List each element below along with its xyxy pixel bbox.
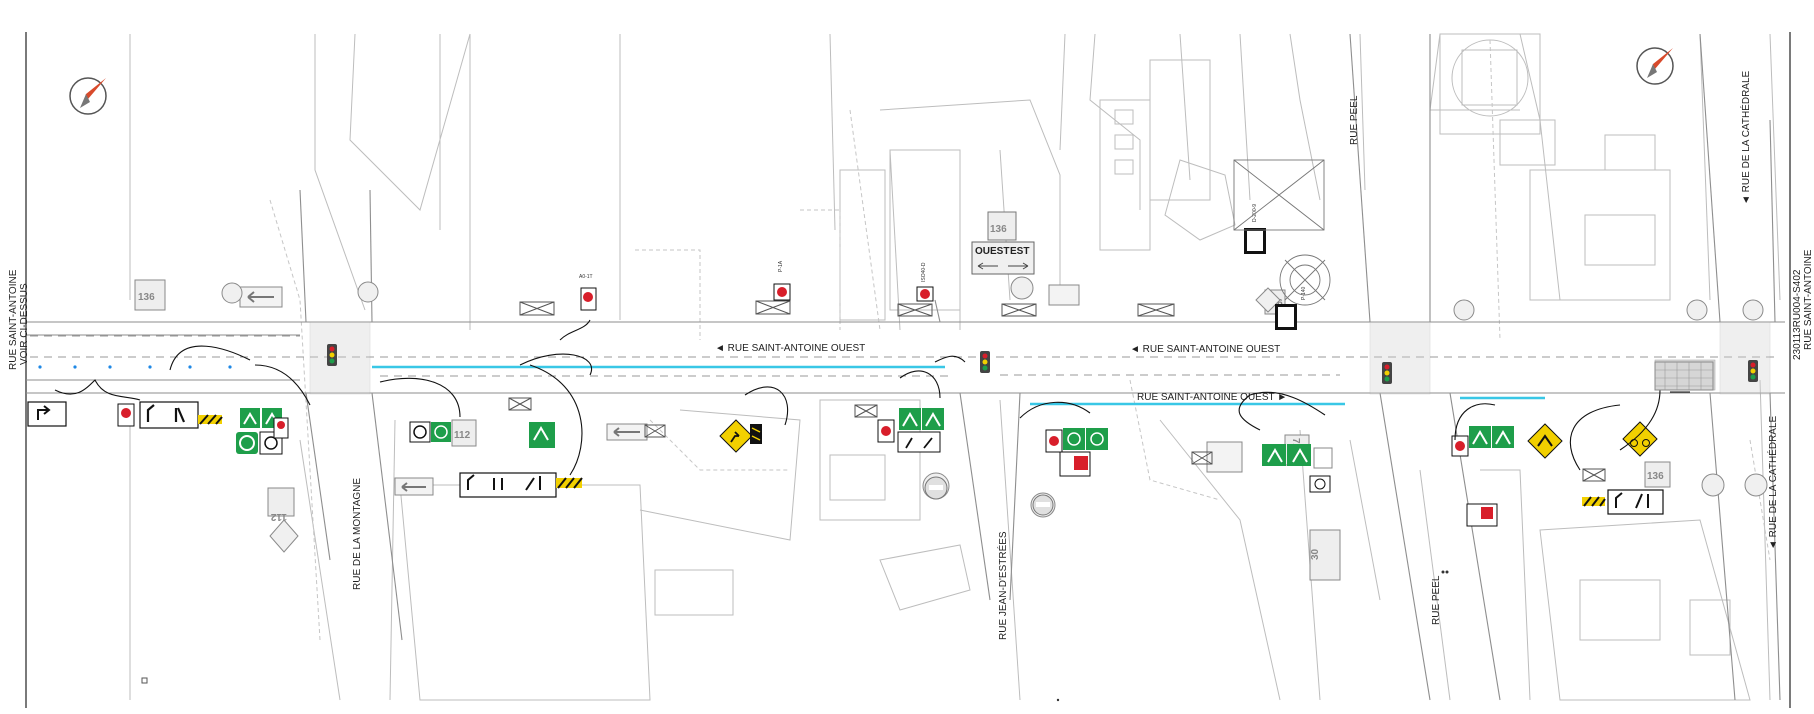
sign-cluster-jean xyxy=(1045,428,1108,477)
svg-text:136: 136 xyxy=(990,224,1007,235)
roads xyxy=(26,33,1785,701)
street-label-jean: RUE JEAN-D'ESTRÉES xyxy=(996,531,1009,640)
removed-sign-marker xyxy=(508,300,1606,482)
street-label-main-west: ◄ RUE SAINT-ANTOINE OUEST xyxy=(715,343,865,354)
svg-text:A0-1T: A0-1T xyxy=(579,274,593,280)
svg-text:30: 30 xyxy=(1310,548,1321,560)
hatched-zone xyxy=(1654,361,1714,391)
sign-cluster-center xyxy=(877,408,944,453)
street-label-peel-bottom: RUE PEEL xyxy=(1431,575,1442,625)
regulatory-sign-grey-icon xyxy=(221,276,1768,553)
svg-text:EST: EST xyxy=(1010,246,1029,257)
guide-sign-arrow-icon xyxy=(239,284,1243,496)
svg-text:D-200-9: D-200-9 xyxy=(1252,204,1258,222)
annotation-ticks xyxy=(141,570,1449,702)
street-label-peel-top: RUE PEEL xyxy=(1349,95,1360,145)
sign-a0-1t: A0-1T xyxy=(579,274,597,311)
traffic-signal-icon xyxy=(1382,362,1392,384)
edge-label-left-2: VOIR CI-DESSUS xyxy=(19,283,30,365)
sign-cluster-east-jean xyxy=(1262,444,1333,493)
staircase-structure xyxy=(1233,159,1331,306)
north-arrow-icon xyxy=(69,77,107,115)
svg-text:OUEST: OUEST xyxy=(975,246,1009,257)
guide-sign-route-136-east: 136 xyxy=(1644,461,1671,488)
sign-leader-lines xyxy=(54,319,1690,476)
edge-label-left-1: RUE SAINT-ANTOINE xyxy=(8,269,19,370)
guide-sign-route-112: 112 xyxy=(451,419,477,447)
traffic-signal-icon xyxy=(327,344,337,366)
svg-text:P-1A: P-1A xyxy=(778,260,784,272)
svg-text:112: 112 xyxy=(270,511,287,522)
svg-text:ISO40-D: ISO40-D xyxy=(921,262,927,282)
sign-cluster-montagne-east xyxy=(409,421,583,498)
traffic-signal-icon xyxy=(980,351,990,373)
street-label-main-mid: ◄ RUE SAINT-ANTOINE OUEST xyxy=(1130,344,1280,355)
sign-yellow-curve-icon xyxy=(719,419,762,453)
guide-sign-route-30: 30 xyxy=(1309,529,1341,581)
edge-label-right-1: 230113RU004-S402 xyxy=(1792,269,1803,360)
svg-text:136: 136 xyxy=(138,292,155,303)
svg-text:136: 136 xyxy=(1647,471,1664,482)
sign-cluster-peel xyxy=(1451,421,1658,527)
sign-p-1a: P-1A xyxy=(773,260,791,301)
edge-label-right-2: RUE SAINT-ANTOINE xyxy=(1803,249,1814,350)
crosswalks xyxy=(309,321,1771,395)
dashed-outlines xyxy=(269,39,1771,641)
cycle-lane-dots xyxy=(38,365,232,369)
sign-cluster-green-montagne xyxy=(236,408,289,455)
guide-sign-route-112-rotated: 112 xyxy=(267,487,295,522)
sign-cluster-west xyxy=(27,401,223,429)
lane-markings xyxy=(30,335,1780,377)
street-label-cathedrale-bottom: ◄ RUE DE LA CATHÉDRALE xyxy=(1766,415,1779,550)
street-label-cathedrale-top: ◄ RUE DE LA CATHÉDRALE xyxy=(1739,70,1752,205)
guide-sign-directions: OUEST EST xyxy=(971,241,1035,275)
guide-sign-route-136-mid: 136 xyxy=(987,211,1017,241)
svg-text:P-140: P-140 xyxy=(1301,286,1307,300)
svg-text:112: 112 xyxy=(454,430,471,441)
sign-cluster-cathedrale xyxy=(1582,489,1664,515)
street-label-main-east: RUE SAINT-ANTOINE OUEST ► xyxy=(1137,392,1287,403)
cycle-lane xyxy=(372,365,1545,406)
sign-p-140: P-140 xyxy=(1275,286,1307,330)
no-entry-sign-icon xyxy=(924,476,1054,516)
street-label-montagne: RUE DE LA MONTAGNE xyxy=(352,478,363,590)
traffic-signal-icon xyxy=(1748,360,1758,382)
guide-sign-route-136-west: 136 xyxy=(134,279,166,311)
sign-d-200-9: D-200-9 xyxy=(1244,204,1266,254)
sign-iso40-d: ISO40-D xyxy=(916,262,934,302)
north-arrow-icon xyxy=(1636,47,1674,85)
